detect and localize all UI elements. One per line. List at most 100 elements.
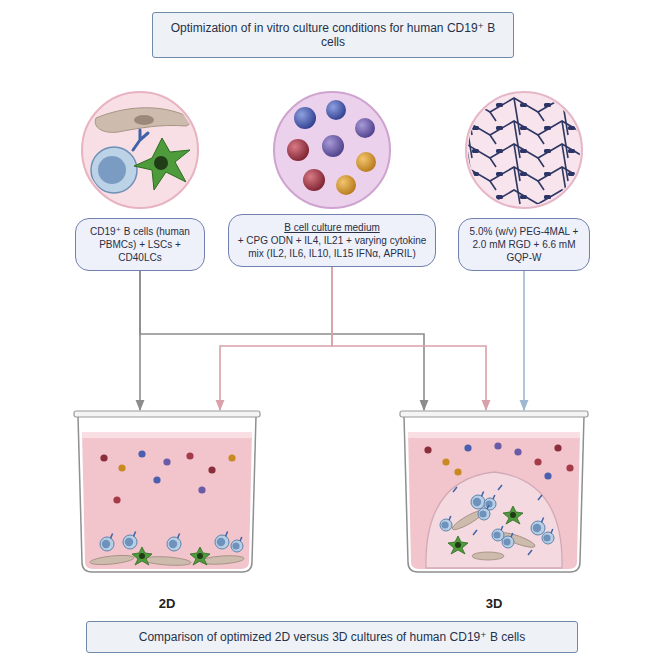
culture-well: 2D	[72, 410, 262, 578]
illustration-part	[490, 181, 496, 190]
illustration-part	[274, 92, 390, 208]
illustration-part	[500, 530, 537, 550]
illustration-part	[466, 121, 472, 158]
illustration-part	[440, 519, 452, 531]
illustration-part	[538, 112, 544, 121]
illustration-part	[442, 458, 449, 465]
illustration-part	[490, 135, 496, 144]
illustration-part	[226, 532, 228, 537]
illustration-part	[208, 466, 215, 473]
illustration-part	[487, 505, 489, 509]
illustration-part	[404, 416, 584, 572]
illustration-part	[544, 195, 551, 199]
illustration-part	[466, 167, 472, 204]
illustration-part	[139, 553, 145, 559]
banner-text: Comparison of optimized 2D versus 3D cul…	[139, 630, 526, 644]
illustration-part	[74, 411, 260, 417]
connector-arrow	[523, 271, 525, 410]
illustration-part	[538, 158, 544, 167]
connector-arrow	[140, 271, 424, 410]
illustration-part	[74, 411, 260, 572]
illustration-part	[400, 411, 588, 417]
illustration-part	[408, 432, 580, 569]
illustration-part	[496, 195, 503, 199]
illustration-part	[473, 498, 481, 506]
illustration-part	[198, 486, 205, 493]
illustration-part	[240, 537, 242, 541]
illustration-part	[533, 524, 541, 532]
illustration-part	[534, 458, 541, 465]
illustration-part	[408, 432, 580, 438]
illustration-part	[493, 531, 500, 538]
illustration-part	[538, 181, 544, 190]
illustration-part	[473, 530, 477, 535]
illustration-part	[91, 108, 191, 193]
illustration-part	[478, 508, 490, 520]
connector-arrow	[332, 267, 486, 410]
illustration-part	[231, 540, 243, 552]
illustration-part	[568, 195, 575, 199]
illustration-part	[544, 472, 551, 479]
illustration-part	[514, 167, 520, 204]
illustration-part	[232, 542, 239, 549]
illustration-part	[490, 112, 496, 121]
illustration-part	[466, 167, 586, 181]
illustration-part	[78, 416, 256, 572]
illustration-part	[485, 500, 492, 507]
illustration-part	[336, 175, 356, 195]
illustration-part	[482, 492, 484, 497]
illustration-part	[520, 195, 527, 199]
illustration-part	[197, 553, 203, 559]
illustration-part	[464, 444, 471, 451]
illustration-part	[520, 149, 527, 153]
illustration-part	[466, 144, 586, 158]
illustration-part	[472, 552, 504, 560]
illustration-part	[215, 535, 229, 549]
illustration-part	[466, 121, 586, 135]
illustration-part	[118, 464, 125, 471]
illustration-part	[400, 411, 588, 572]
illustration-part	[568, 103, 575, 107]
illustration-part	[501, 526, 503, 530]
illustration-part	[520, 126, 527, 130]
well-illustration	[72, 410, 262, 578]
illustration-part	[143, 555, 191, 566]
illustration-part	[510, 512, 516, 518]
illustration-part	[154, 156, 168, 170]
illustration-part	[100, 454, 107, 461]
illustration-part	[471, 495, 485, 509]
illustration-part	[178, 534, 180, 539]
illustration-part	[125, 538, 133, 546]
illustration-part	[466, 98, 472, 135]
illustration-part	[496, 149, 503, 153]
title-banner: Optimization of in vitro culture conditi…	[152, 12, 514, 58]
illustration-part	[531, 521, 545, 535]
illustration-part	[479, 510, 486, 517]
illustration-part	[544, 103, 551, 107]
illustration-part	[133, 130, 148, 150]
box-text: + CPG ODN + IL4, IL21 + varying cytokine…	[237, 234, 427, 260]
illustration-part	[326, 100, 346, 120]
well-label: 2D	[72, 596, 262, 611]
illustration-part	[453, 487, 457, 492]
illustration-part	[167, 537, 181, 551]
illustration-part	[102, 540, 110, 548]
illustration-part	[472, 195, 479, 199]
illustration-part	[568, 149, 575, 153]
illustration-part	[138, 450, 145, 457]
illustration-part	[82, 432, 252, 569]
illustration-part	[163, 458, 170, 465]
illustration-part	[134, 115, 154, 125]
illustration-part	[113, 496, 120, 503]
illustration-part	[217, 538, 225, 546]
illustration-part	[466, 92, 582, 208]
illustration-part	[520, 103, 527, 107]
banner-text: Optimization of in vitro culture conditi…	[171, 21, 495, 49]
illustration-part	[133, 130, 148, 150]
illustration-part	[520, 172, 527, 176]
illustration-part	[542, 518, 544, 523]
illustration-part	[544, 172, 551, 176]
illustration-part	[455, 542, 461, 548]
illustration-part	[355, 118, 375, 138]
box-heading: B cell culture medium	[237, 221, 427, 234]
